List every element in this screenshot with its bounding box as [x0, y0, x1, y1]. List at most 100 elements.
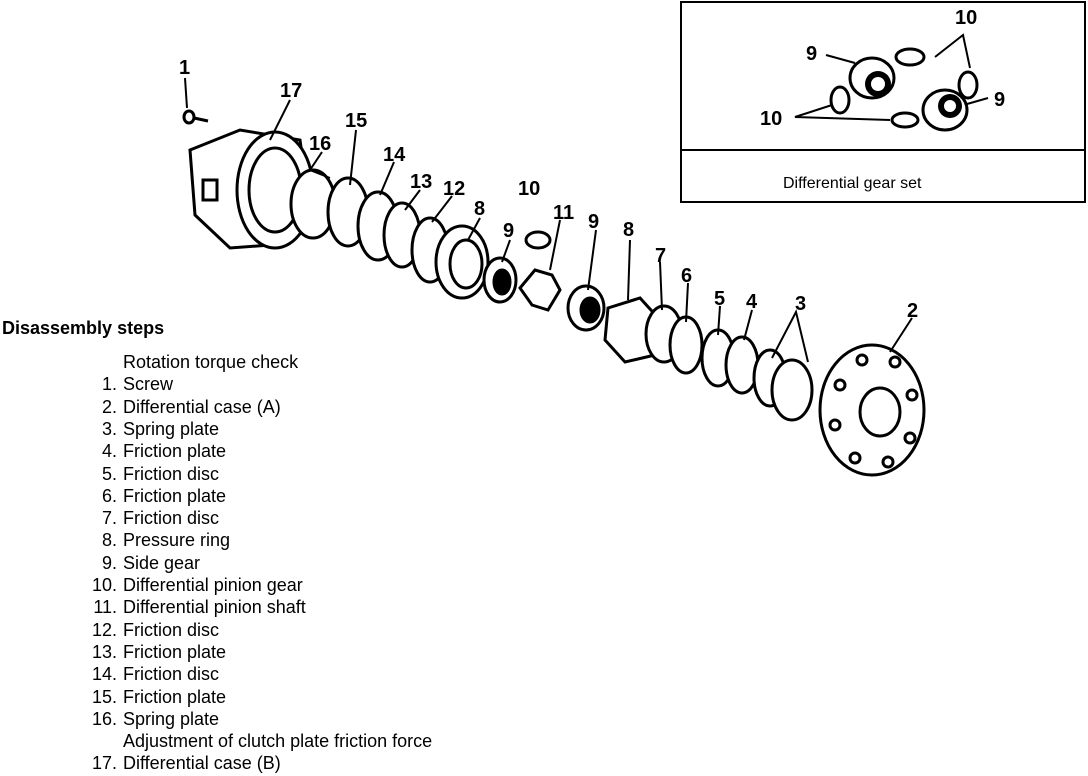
step-text: Spring plate [123, 418, 220, 439]
callout-8-right: 8 [623, 219, 634, 241]
step-row: 8. Pressure ring [0, 529, 420, 551]
step-text: Differential pinion shaft [123, 597, 306, 618]
step-row: 15. Friction plate [0, 686, 420, 708]
steps-title: Disassembly steps [2, 318, 165, 338]
pinion-gear-left-icon [829, 85, 851, 115]
screw-icon [182, 109, 209, 125]
callout-14: 14 [383, 144, 406, 166]
callout-17: 17 [280, 80, 302, 102]
step-row: 10. Differential pinion gear [0, 574, 420, 596]
step-row: 11. Differential pinion shaft [0, 596, 420, 618]
step-number: 13. [91, 641, 117, 662]
step-row: Adjustment of clutch plate friction forc… [0, 730, 432, 752]
step-number: 16. [91, 708, 117, 729]
callout-2: 2 [907, 300, 918, 322]
exploded-parts [182, 77, 926, 477]
callout-6: 6 [681, 265, 692, 287]
step-row: Rotation torque check [0, 351, 420, 373]
step-text: Friction disc [123, 463, 220, 484]
step-row: 9. Side gear [0, 552, 420, 574]
step-text: Friction disc [123, 508, 220, 529]
step-row: 1.Screw [0, 373, 420, 395]
step-text: Friction plate [123, 641, 227, 662]
step-row: 7. Friction disc [0, 507, 420, 529]
pinion-gear-right-icon [957, 70, 979, 100]
step-row: 5. Friction disc [0, 463, 420, 485]
step-number: 4. [101, 441, 117, 462]
side-gear-right-icon [921, 88, 969, 132]
step-text: Friction disc [123, 619, 220, 640]
callout-13: 13 [410, 171, 432, 193]
step-row: 14. Friction disc [0, 663, 420, 685]
step-number: 5. [101, 463, 117, 484]
leader-lines [184, 77, 913, 363]
callout-12: 12 [443, 178, 465, 200]
step-text: Rotation torque check [123, 352, 299, 372]
step-number: 6. [101, 485, 117, 506]
step-number: 7. [101, 508, 117, 529]
step-number: 10. [91, 575, 117, 595]
step-number: 17. [91, 753, 117, 774]
pinion-gear-top-icon [894, 47, 926, 67]
inset-frame [680, 1, 1086, 203]
step-number: 3. [101, 418, 117, 439]
step-row: 13. Friction plate [0, 641, 420, 663]
step-number: 15. [91, 686, 117, 707]
spring-plate-3b-icon [770, 358, 814, 422]
step-text: Differential case (B) [123, 753, 281, 774]
callout-7: 7 [655, 245, 666, 267]
callout-16: 16 [309, 133, 331, 155]
inset-gear-set: Differential gear set 10 9 9 [680, 1, 1086, 203]
step-row: 2. Differential case (A) [0, 396, 420, 418]
step-number: 8. [101, 530, 117, 551]
step-number: 9. [101, 552, 117, 573]
side-gear-left-icon [848, 56, 896, 100]
step-text: Adjustment of clutch plate friction forc… [123, 731, 433, 752]
callout-5: 5 [714, 288, 725, 310]
step-row: 6. Friction plate [0, 485, 420, 507]
step-text: Pressure ring [123, 530, 231, 551]
inset-label-9-right: 9 [994, 89, 1005, 111]
callout-9-left: 9 [503, 220, 514, 242]
step-text: Friction plate [123, 441, 227, 462]
step-text: Friction disc [123, 664, 220, 685]
side-gear-9-right-icon [566, 284, 606, 332]
pinion-gear-10-icon [524, 230, 552, 250]
step-row: 3. Spring plate [0, 418, 420, 440]
step-text: Differential case (A) [123, 396, 281, 417]
callout-11: 11 [553, 202, 574, 224]
callout-10: 10 [518, 178, 540, 200]
pressure-ring-left-icon [434, 224, 490, 300]
step-number: 2. [101, 396, 117, 417]
step-text: Differential pinion gear [123, 575, 303, 595]
step-text: Screw [123, 374, 174, 395]
step-row: 12. Friction disc [0, 619, 420, 641]
pinion-shaft-11-icon [518, 268, 562, 312]
step-number: 14. [91, 664, 117, 685]
step-number: 12. [91, 619, 117, 640]
callout-1: 1 [179, 57, 190, 79]
step-row: 4. Friction plate [0, 440, 420, 462]
pinion-gear-bottom-icon [890, 111, 920, 129]
differential-case-b-icon [188, 128, 315, 250]
inset-caption: Differential gear set [783, 175, 922, 192]
callout-4: 4 [746, 291, 758, 313]
callout-15: 15 [345, 110, 367, 132]
step-text: Friction plate [123, 686, 227, 707]
step-text: Side gear [123, 552, 201, 573]
step-number: 11. [93, 597, 117, 618]
callout-8-left: 8 [474, 198, 485, 220]
step-row: 16. Spring plate [0, 708, 420, 730]
side-gear-9-left-icon [482, 256, 518, 304]
friction-plate-6-icon [668, 315, 704, 375]
inset-label-10-top: 10 [955, 7, 977, 29]
step-text: Friction plate [123, 485, 227, 506]
callout-3: 3 [795, 293, 806, 315]
differential-case-a-icon [818, 343, 926, 477]
callout-9-right: 9 [588, 211, 599, 233]
callout-labels: 1 17 16 15 14 13 12 8 10 11 9 9 8 7 6 5 … [179, 57, 918, 322]
inset-label-9-left: 9 [806, 43, 817, 65]
step-row: 17. Differential case (B) [0, 752, 420, 774]
step-text: Spring plate [123, 708, 220, 729]
